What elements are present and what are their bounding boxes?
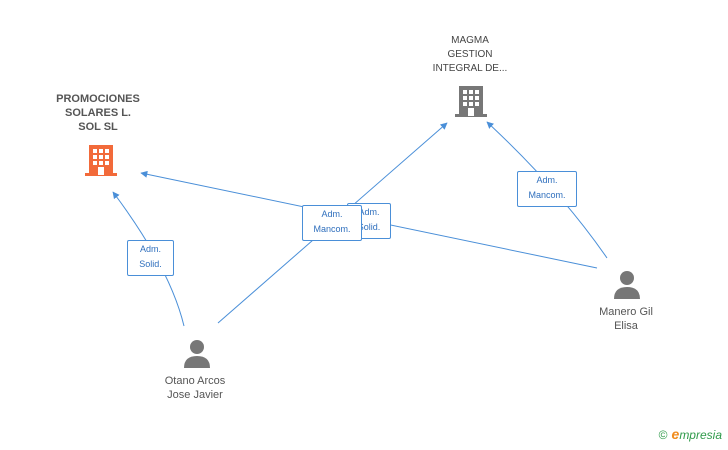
person-name-line: Jose Javier	[167, 389, 223, 401]
person-icon[interactable]	[183, 339, 211, 369]
company-name-line: SOL SL	[78, 121, 118, 133]
edge-label-otano-promociones[interactable]: Adm. Solid.	[127, 240, 174, 276]
building-icon[interactable]	[85, 143, 117, 177]
company-label-promociones[interactable]: PROMOCIONES SOLARES L. SOL SL	[38, 92, 158, 134]
edge-role-line: Solid.	[357, 222, 381, 232]
company-name-line: GESTION	[447, 49, 493, 60]
brand-logo-text: mpresia	[679, 428, 722, 442]
person-name-line: Otano Arcos	[164, 375, 226, 387]
company-name-line: PROMOCIONES	[56, 93, 140, 105]
edge-role-line: Adm.	[321, 209, 343, 219]
person-name-line: Elisa	[614, 320, 638, 332]
company-name-line: MAGMA	[451, 35, 489, 46]
person-icon[interactable]	[613, 270, 641, 300]
edge-role-line: Adm.	[358, 207, 380, 217]
edge-label-manero-magma[interactable]: Adm. Mancom.	[517, 171, 577, 207]
edge-role-line: Solid.	[139, 259, 162, 269]
company-name-line: INTEGRAL DE...	[432, 63, 508, 74]
person-label-otano[interactable]: Otano Arcos Jose Javier	[134, 374, 256, 402]
copyright-icon: ©	[658, 428, 668, 442]
edge-role-line: Adm.	[536, 175, 558, 185]
company-label-magma[interactable]: MAGMA GESTION INTEGRAL DE...	[410, 34, 530, 76]
company-name-line: SOLARES L.	[64, 107, 131, 119]
building-icon[interactable]	[455, 84, 487, 118]
brand-logo-initial: e	[671, 426, 680, 442]
brand-watermark: ©empresia	[659, 426, 722, 442]
edge-role-line: Adm.	[139, 244, 161, 254]
edge-label-otano-magma[interactable]: Adm. Mancom.	[302, 205, 362, 241]
person-name-line: Manero Gil	[599, 306, 653, 318]
edge-role-line: Mancom.	[313, 224, 351, 234]
edge-role-line: Mancom.	[528, 190, 566, 200]
person-label-manero[interactable]: Manero Gil Elisa	[566, 305, 686, 333]
